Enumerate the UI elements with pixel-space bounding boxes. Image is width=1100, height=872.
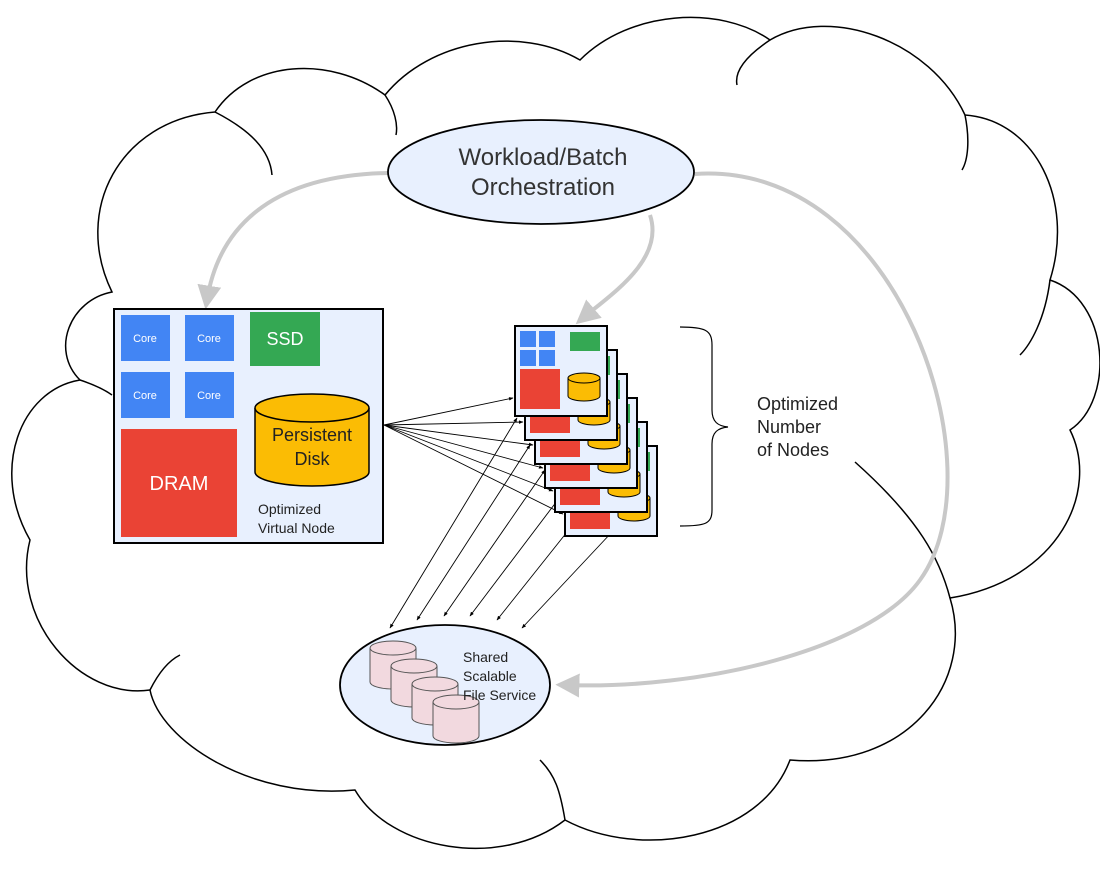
persistent-disk-icon	[254, 393, 370, 487]
orchestration-title-line2: Orchestration	[471, 174, 615, 201]
orchestration-title-line1: Workload/Batch	[459, 144, 628, 171]
core-block	[185, 372, 234, 418]
core-label: Core	[197, 390, 221, 402]
ssd-block	[570, 332, 600, 351]
file-service-line2: Scalable	[463, 668, 517, 684]
file-service-line3: File Service	[463, 687, 536, 703]
nodes-label-line1: Optimized	[757, 394, 838, 414]
dram-block	[520, 369, 560, 409]
node-stack	[514, 325, 658, 537]
disk-icon	[567, 378, 601, 402]
virtual-node-caption-line1: Optimized	[258, 501, 321, 517]
nodes-label-line2: Number	[757, 417, 821, 437]
core-block	[539, 331, 555, 347]
core-label: Core	[133, 333, 157, 345]
storage-cylinders	[369, 640, 480, 744]
core-block	[121, 372, 170, 418]
virtual-node-caption-line2: Virtual Node	[258, 520, 335, 536]
storage-cylinder-icon	[432, 694, 480, 744]
node-card	[514, 325, 608, 417]
ssd-block	[250, 312, 320, 366]
core-block	[539, 350, 555, 366]
dram-label: DRAM	[150, 473, 209, 495]
core-block	[520, 331, 536, 347]
nodes-label-line3: of Nodes	[757, 440, 829, 460]
dram-block	[121, 429, 237, 537]
core-block	[121, 315, 170, 361]
core-block	[520, 350, 536, 366]
storage-arrows	[389, 417, 613, 629]
core-block	[185, 315, 234, 361]
virtual-node-panel: Core Core Core Core SSD DRAM Persistent …	[113, 308, 384, 544]
file-service-node: Shared Scalable File Service	[339, 624, 551, 746]
core-label: Core	[133, 390, 157, 402]
nodes-count-brace: Optimized Number of Nodes	[679, 326, 838, 527]
orchestration-arrows	[197, 171, 950, 698]
disk-label-line2: Disk	[295, 449, 331, 469]
orchestration-node: Workload/Batch Orchestration	[387, 119, 695, 225]
ssd-label: SSD	[266, 329, 303, 349]
file-service-line1: Shared	[463, 649, 508, 665]
disk-label-line1: Persistent	[272, 425, 352, 445]
core-label: Core	[197, 333, 221, 345]
